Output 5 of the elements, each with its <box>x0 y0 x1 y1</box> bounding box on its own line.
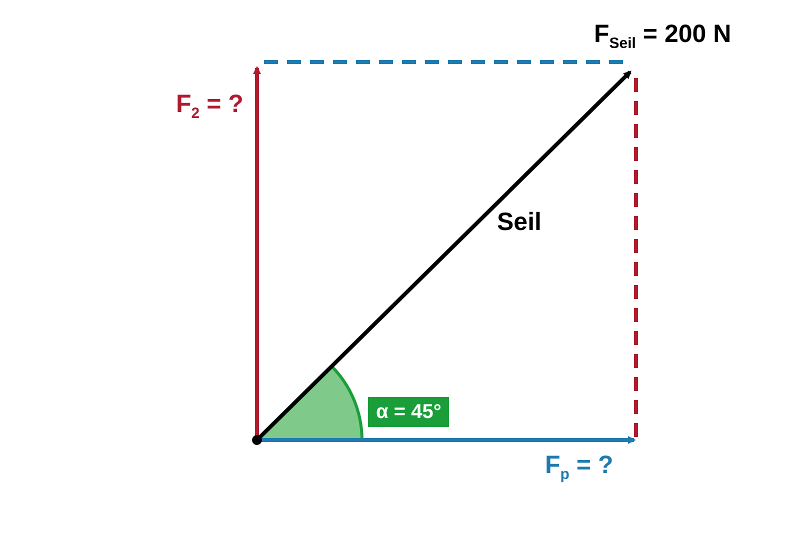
force-label: F$_{Seil}$ = 200 N <box>594 22 732 51</box>
angle-label: α = 45° <box>368 397 450 427</box>
force-label: F$_{2}$ = ? <box>176 92 244 121</box>
force-label: F$_{p}$ = ? <box>545 453 614 482</box>
rope-label: Seil <box>497 210 542 235</box>
